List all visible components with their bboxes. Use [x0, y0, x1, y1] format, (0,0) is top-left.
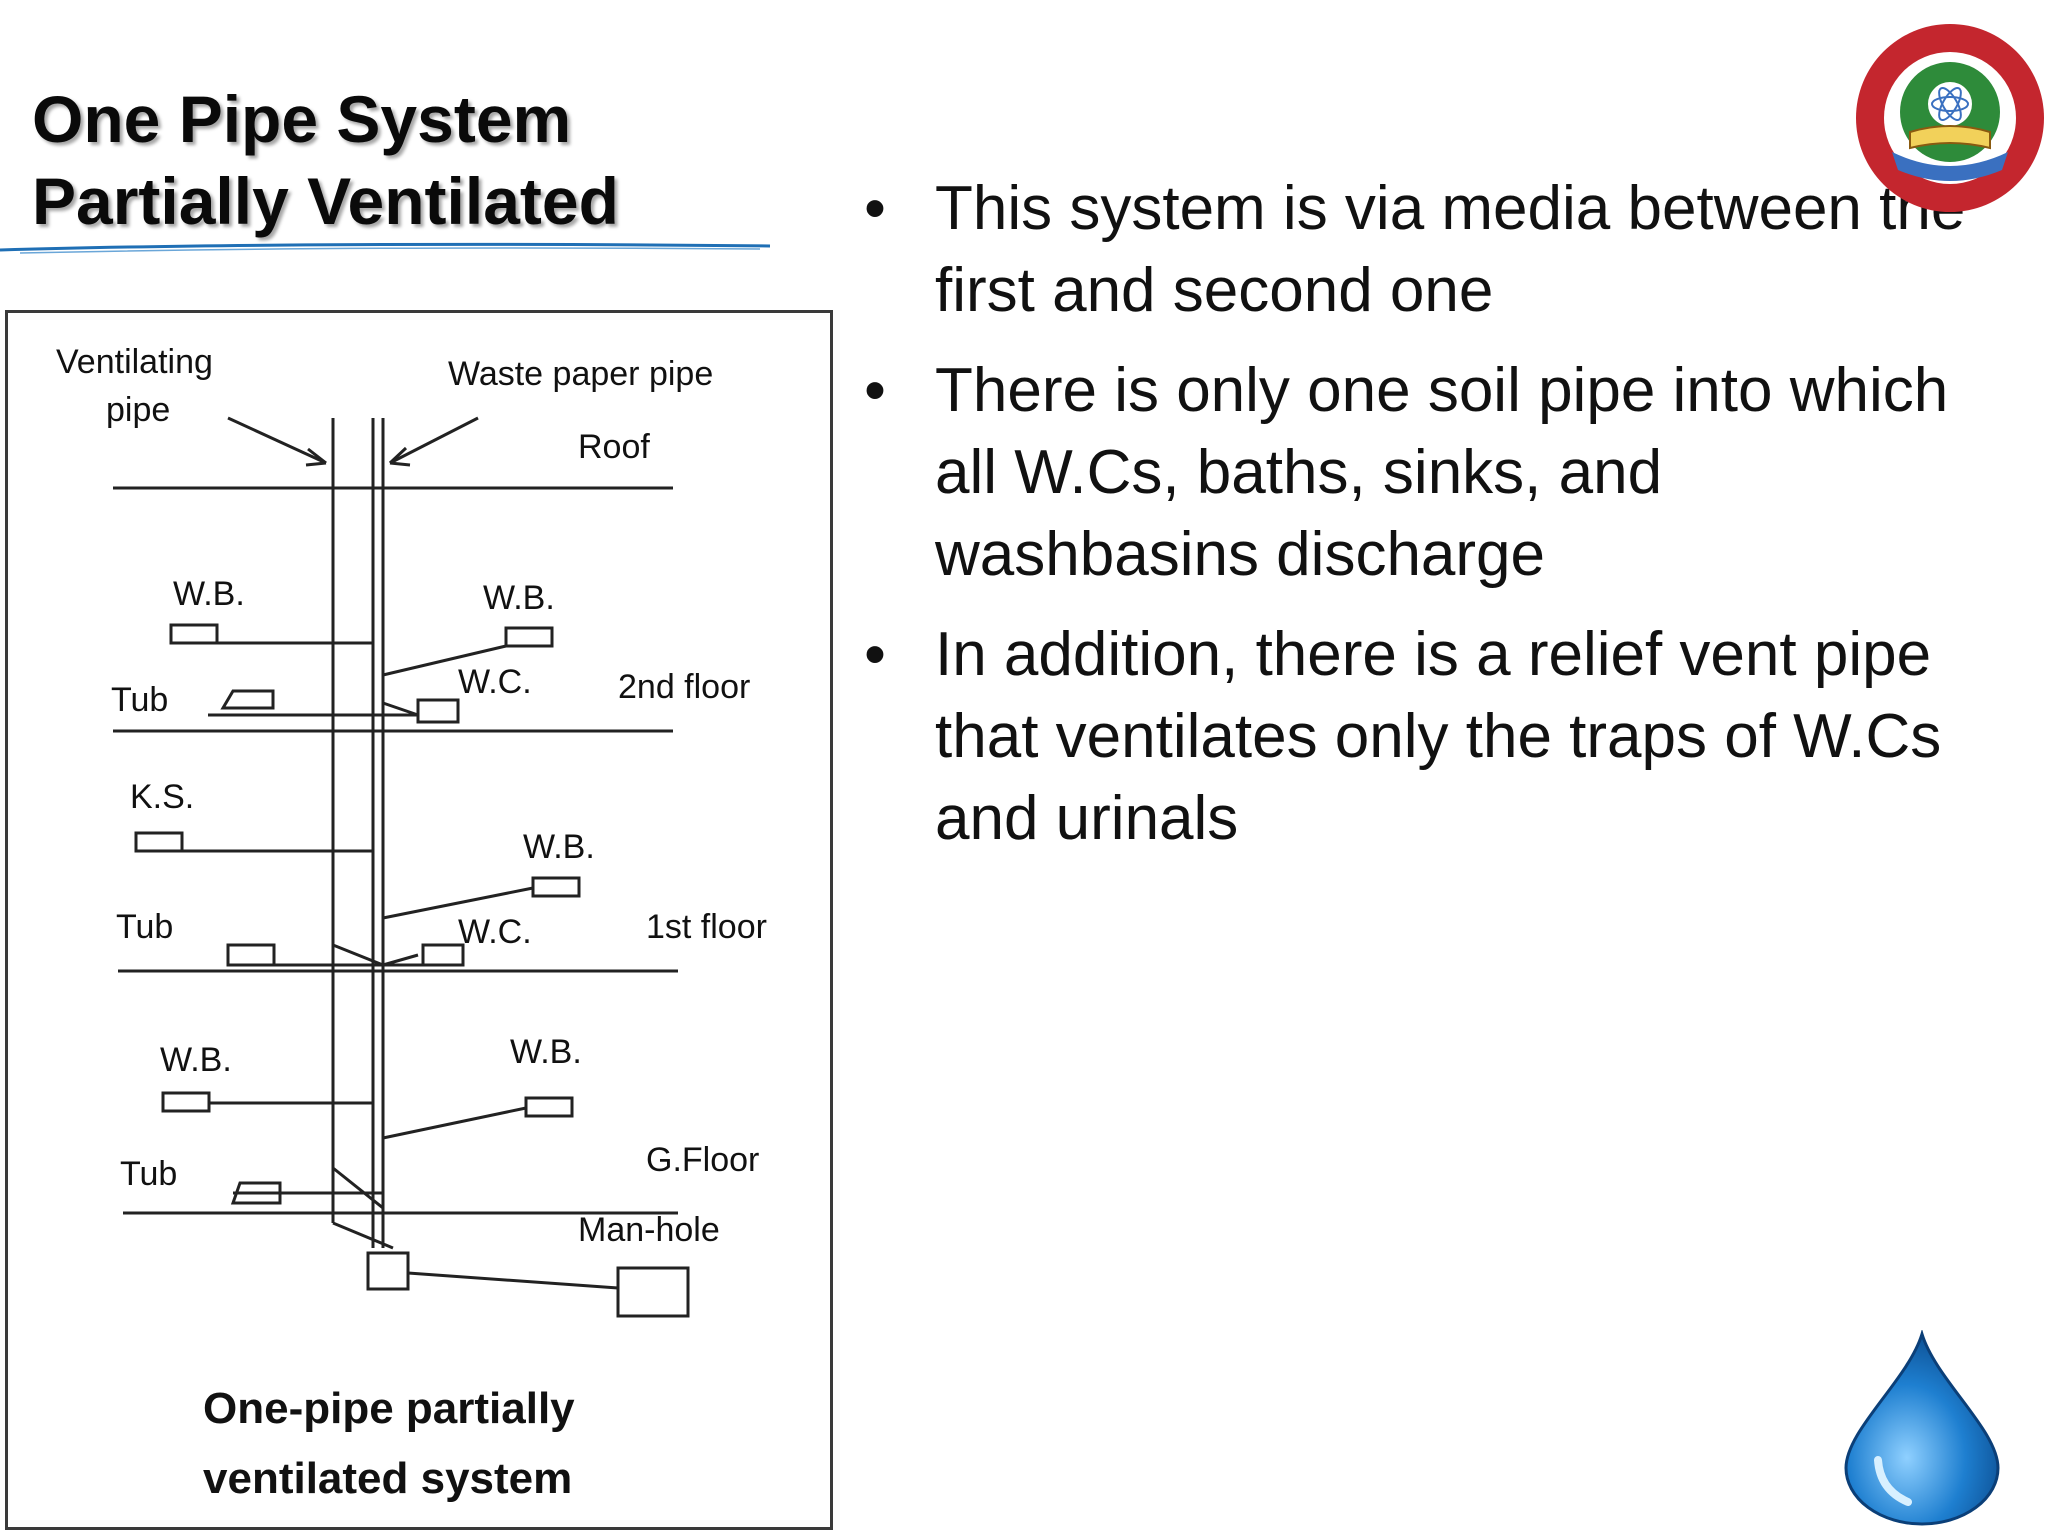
bullet-dot: • — [864, 174, 886, 243]
title-underline — [0, 242, 771, 254]
water-drop-icon — [1844, 1330, 2000, 1526]
bullet-item: • This system is via media between the f… — [855, 168, 1975, 332]
slide-title-line-1: One Pipe System — [32, 82, 572, 156]
bullet-text: This system is via media between the fir… — [935, 174, 1966, 325]
bullet-item: • In addition, there is a relief vent pi… — [855, 614, 1975, 860]
bullet-text: There is only one soil pipe into which a… — [935, 356, 1949, 589]
bullet-item: • There is only one soil pipe into which… — [855, 350, 1975, 596]
slide-title-line-2: Partially Ventilated — [32, 164, 619, 238]
waste-arrow — [389, 416, 479, 465]
bullet-list: • This system is via media between the f… — [855, 168, 1975, 878]
one-pipe-diagram — [113, 416, 690, 1318]
plumbing-diagram-figure: Ventilating pipe Waste paper pipe Roof W… — [5, 310, 833, 1530]
bullet-dot: • — [864, 620, 886, 689]
ventilating-arrow — [227, 416, 327, 465]
manhole-box — [616, 1266, 690, 1318]
bullet-text: In addition, there is a relief vent pipe… — [935, 620, 1942, 853]
bullet-dot: • — [864, 356, 886, 425]
university-seal-icon — [1856, 24, 2044, 212]
slide-title: One Pipe System Partially Ventilated — [32, 78, 619, 242]
